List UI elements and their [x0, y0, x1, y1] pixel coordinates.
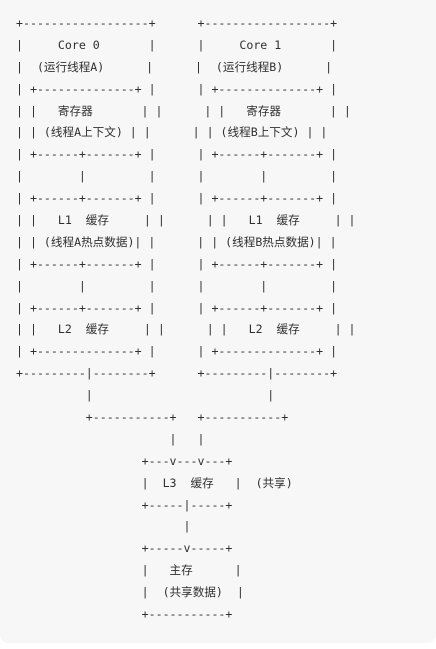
- diagram-line: | +--------------+ | | +--------------+ …: [16, 344, 338, 359]
- diagram-line: | |: [16, 431, 205, 446]
- diagram-line: +-----------+: [16, 607, 233, 622]
- diagram-line: +---v---v---+: [16, 453, 233, 468]
- ascii-cache-hierarchy-diagram: +------------------+ +------------------…: [16, 13, 356, 626]
- diagram-line: | | | | | |: [16, 278, 338, 293]
- diagram-line: | +--------------+ | | +--------------+ …: [16, 81, 338, 96]
- diagram-line: | | 寄存器 | | | | 寄存器 | |: [16, 103, 351, 118]
- diagram-line: +------------------+ +------------------…: [16, 16, 338, 30]
- diagram-line: | +------+-------+ | | +------+-------+ …: [16, 300, 338, 315]
- diagram-line: +---------|--------+ +---------|--------…: [16, 366, 338, 381]
- diagram-line: | +------+-------+ | | +------+-------+ …: [16, 147, 338, 162]
- diagram-line: +-----------+ +-----------+: [16, 410, 289, 425]
- diagram-line: | | L1 缓存 | | | | L1 缓存 | |: [16, 213, 356, 228]
- diagram-line: | L3 缓存 | (共享): [16, 475, 293, 490]
- diagram-line: | (共享数据) |: [16, 585, 244, 600]
- diagram-line: | (运行线程A) | | (运行线程B) |: [16, 59, 333, 74]
- diagram-line: | | | | | |: [16, 169, 338, 184]
- diagram-line: | | L2 缓存 | | | | L2 缓存 | |: [16, 322, 356, 337]
- diagram-line: | | (线程A上下文) | | | | (线程B上下文) | |: [16, 125, 328, 140]
- diagram-line: +-----v-----+: [16, 541, 233, 556]
- diagram-line: |: [16, 519, 191, 534]
- diagram-line: | | (线程A热点数据)| | | | (线程B热点数据)| |: [16, 234, 337, 249]
- diagram-line: | Core 0 | | Core 1 |: [16, 37, 338, 52]
- diagram-line: | +------+-------+ | | +------+-------+ …: [16, 191, 338, 206]
- diagram-line: | 主存 |: [16, 563, 242, 578]
- diagram-line: | +------+-------+ | | +------+-------+ …: [16, 256, 338, 271]
- diagram-line: | |: [16, 388, 275, 403]
- diagram-line: +-----|-----+: [16, 497, 233, 512]
